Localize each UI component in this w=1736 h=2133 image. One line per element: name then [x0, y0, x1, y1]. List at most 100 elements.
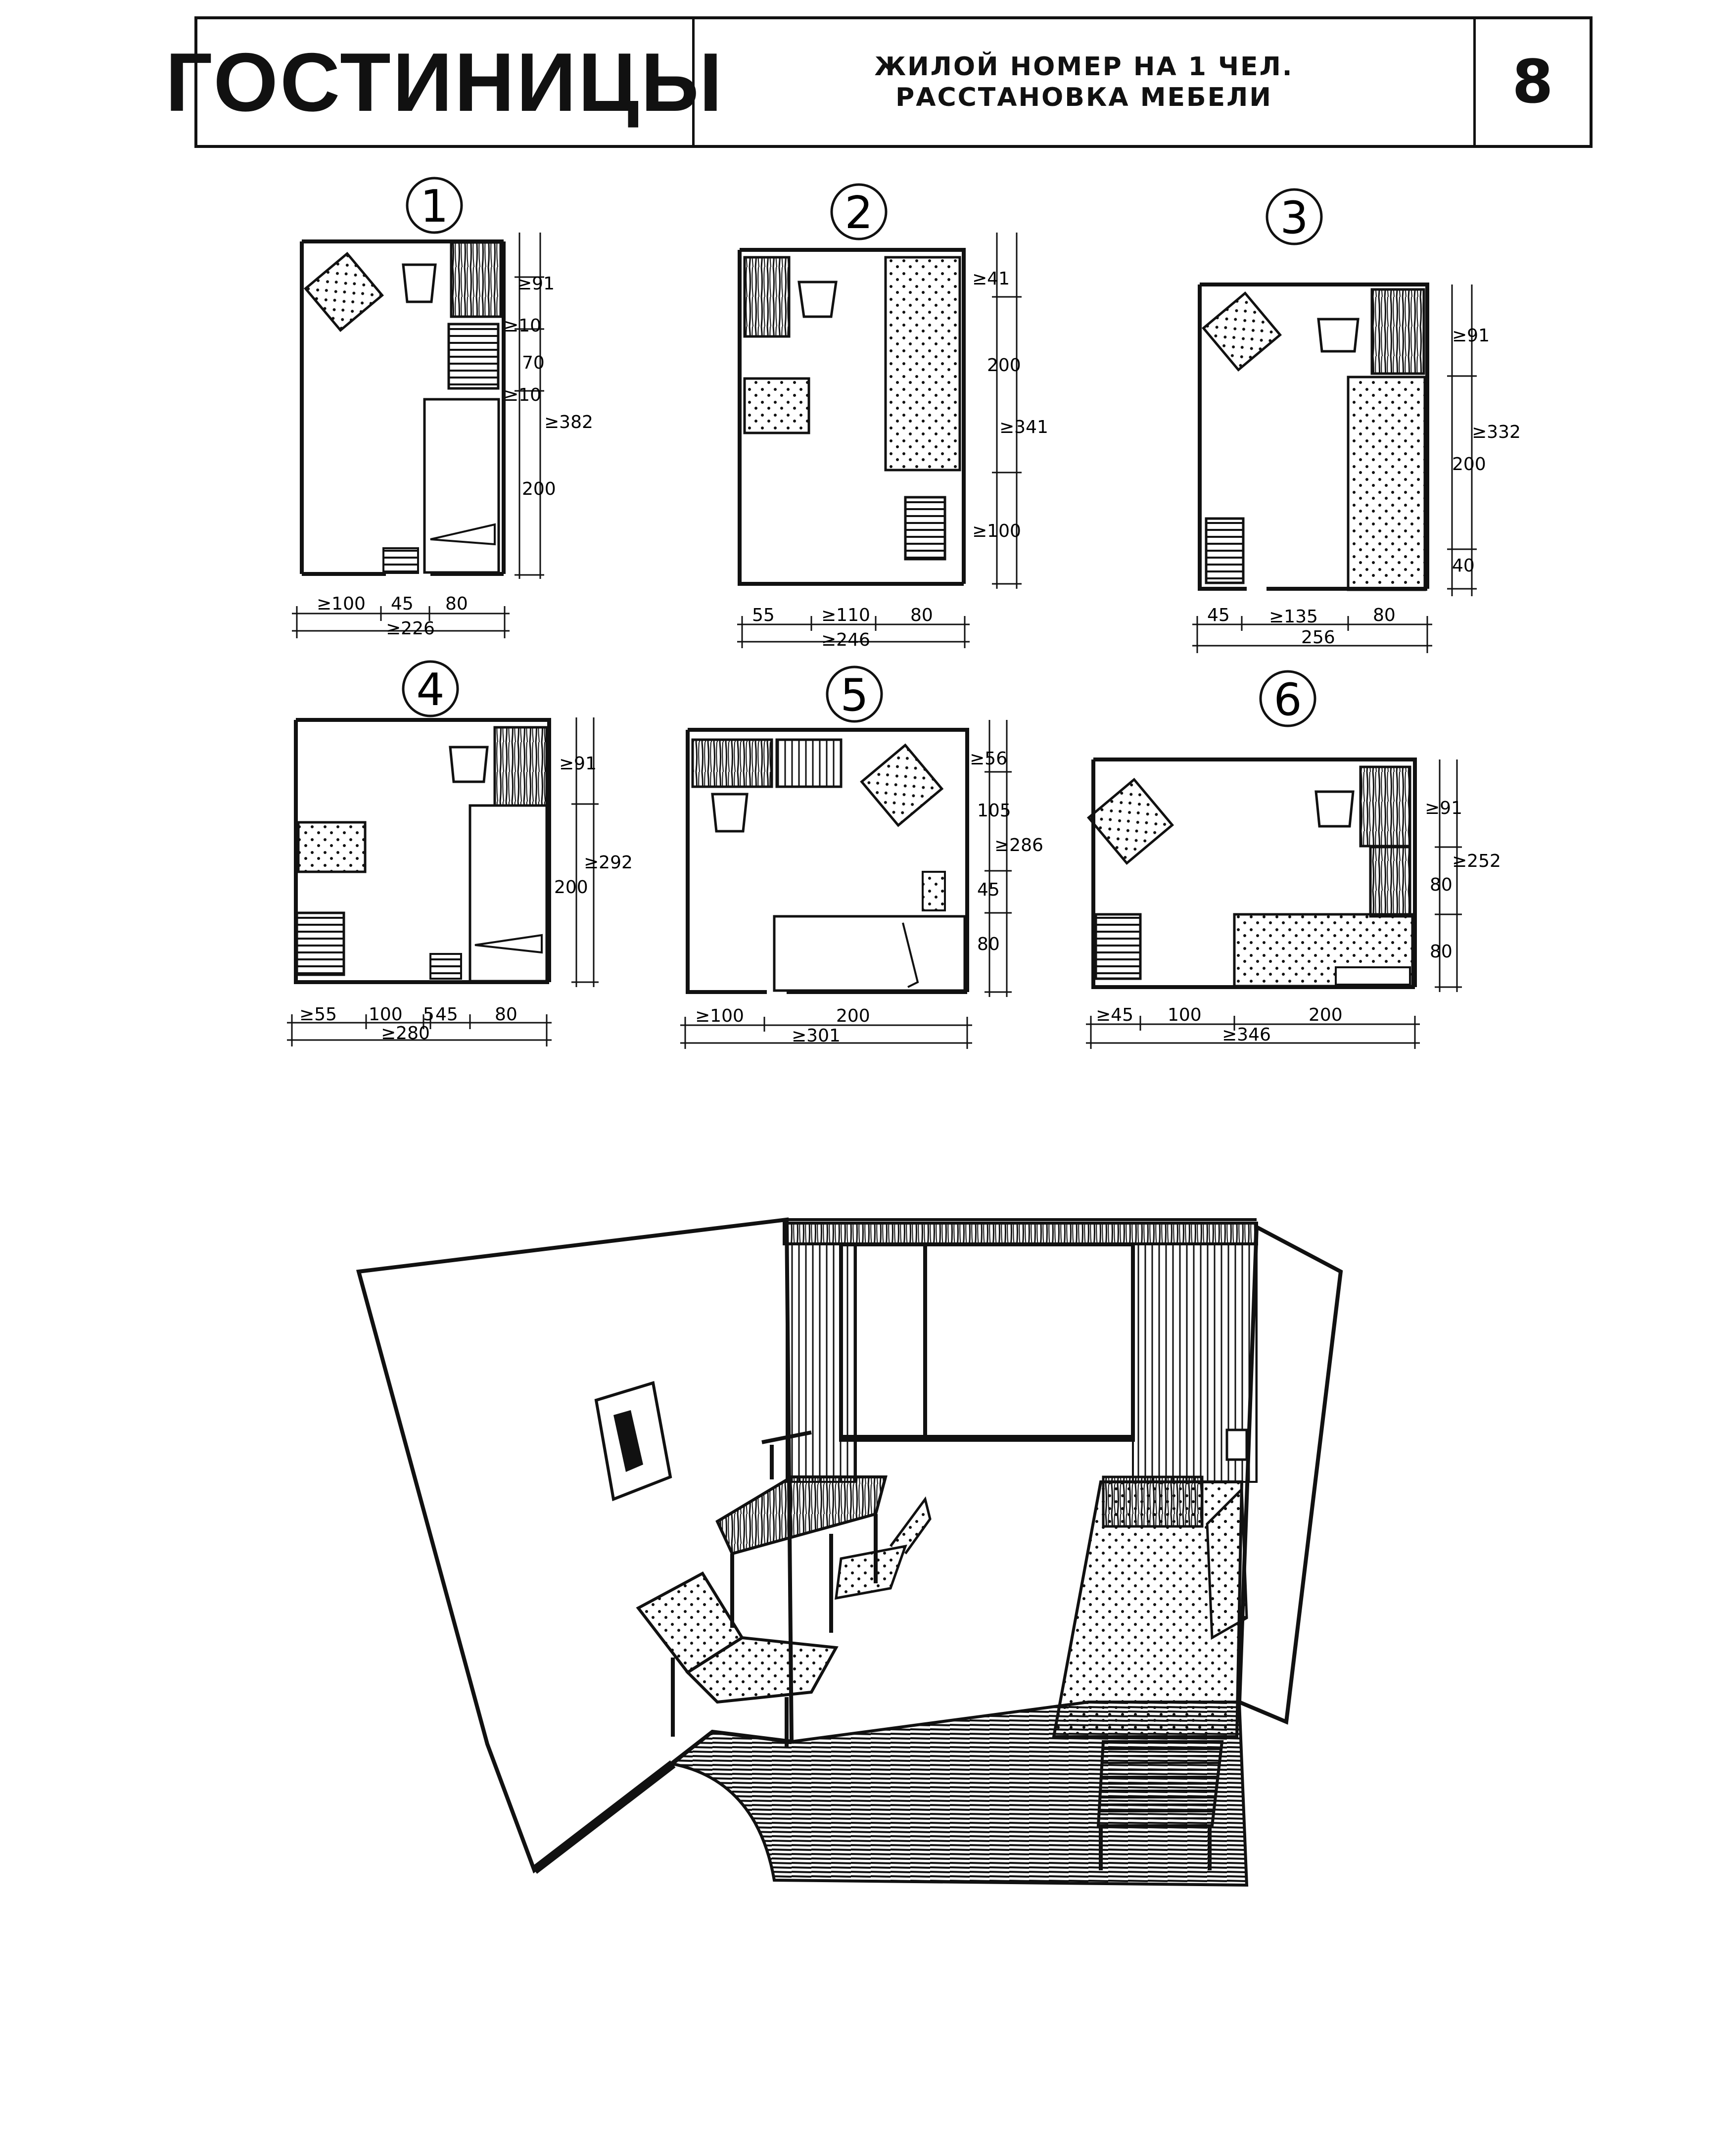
armchair: [303, 251, 384, 332]
wardrobe: [450, 241, 502, 318]
dim-label: 200: [1309, 1005, 1343, 1025]
dim-label: 100: [369, 1004, 403, 1025]
plan-number: 5: [840, 669, 868, 721]
subtitle-line-2: РАССТАНОВКА МЕБЕЛИ: [895, 83, 1272, 112]
desk-chair-back: [889, 1496, 932, 1555]
sheet-number: 8: [1512, 47, 1553, 117]
dim-total: ≥286: [994, 835, 1043, 855]
bed-blanket: [430, 523, 496, 546]
armchair: [1201, 291, 1282, 372]
vertical-dim-lines: [992, 233, 1022, 589]
horizontal-dim-lines: [1192, 616, 1432, 653]
armchair: [1086, 777, 1174, 865]
plan-number: 1: [420, 181, 448, 233]
horizontal-dim-lines: [1086, 1016, 1420, 1049]
dim-total: ≥332: [1472, 422, 1521, 442]
horizontal-dim-lines: [680, 1017, 972, 1049]
dim-label: ≥91: [1452, 326, 1490, 346]
bed: [884, 256, 961, 472]
dim-label: 80: [495, 1004, 517, 1025]
plan-number-circle: [406, 177, 463, 234]
room-walls: [294, 718, 551, 984]
dim-label: ≥10: [504, 316, 541, 336]
dim-total: ≥292: [584, 853, 633, 873]
luggage-rack: [1096, 1740, 1224, 1827]
chair: [402, 263, 437, 303]
dim-label: 40: [1452, 556, 1475, 576]
vertical-dim-lines: [985, 720, 1012, 997]
plan-number-circle: [826, 665, 883, 723]
armchair: [297, 821, 367, 873]
dim-label: 80: [1430, 942, 1453, 962]
dim-label: ≥45: [1096, 1005, 1133, 1025]
bedside-table: [1369, 846, 1411, 918]
dim-label: 45: [391, 594, 414, 614]
dim-total: ≥382: [544, 412, 593, 432]
dim-total: ≥226: [386, 618, 435, 639]
dim-label: 200: [1452, 454, 1486, 474]
dim-label: 80: [1373, 605, 1396, 625]
room-walls: [300, 239, 506, 576]
title-block: ГОСТИНИЦЫ ЖИЛОЙ НОМЕР НА 1 ЧЕЛ. РАССТАНО…: [165, 16, 1593, 148]
desk-lamp: [761, 1430, 812, 1479]
sheet-subtitle: ЖИЛОЙ НОМЕР НА 1 ЧЕЛ. РАССТАНОВКА МЕБЕЛИ: [695, 19, 1476, 145]
dim-label: ≥100: [972, 521, 1021, 541]
luggage-rack-legs: [1099, 1826, 1212, 1870]
plan-number: 2: [845, 187, 873, 239]
dim-label: ≥100: [695, 1006, 744, 1026]
dim-total: ≥341: [999, 417, 1048, 437]
luggage-rack: [1205, 517, 1245, 584]
curtain-left: [786, 1243, 857, 1483]
armchair: [860, 743, 944, 827]
vertical-dim-lines: [1435, 759, 1462, 992]
plan-1: 1 ≥91 ≥10 70 ≥10 200 ≥382 ≥100 45 80 ≥22…: [292, 177, 593, 639]
plan-2: 2 ≥41 200 ≥100 ≥341 55 ≥110 80 ≥246: [737, 183, 1048, 650]
vertical-dim-lines: [1447, 284, 1477, 596]
window: [839, 1242, 1135, 1442]
dim-label: ≥91: [517, 274, 555, 294]
dim-total: 256: [1301, 627, 1335, 648]
desk: [715, 1475, 888, 1556]
chair: [711, 793, 749, 833]
dim-label: ≥110: [821, 605, 870, 625]
plan-5: 5 ≥56 105 45 80 ≥286 ≥100 200 ≥301: [680, 665, 1043, 1049]
bed: [773, 915, 966, 992]
baseboard: [531, 1760, 676, 1874]
wardrobe: [493, 726, 548, 810]
desk-chair: [835, 1544, 907, 1600]
picture-art: [613, 1410, 643, 1472]
bedside-table: [922, 871, 946, 911]
luggage-rack: [295, 911, 345, 976]
dim-label: 200: [522, 479, 556, 499]
room-walls: [686, 728, 969, 994]
chair: [798, 281, 838, 318]
bed-blanket: [474, 934, 543, 954]
dim-label: 45: [1207, 605, 1230, 625]
plan-number: 4: [416, 664, 444, 716]
plan-number-circle: [402, 660, 459, 717]
armchair-legs: [671, 1658, 789, 1747]
vertical-dim-lines: [571, 717, 599, 987]
wardrobe: [1359, 765, 1411, 848]
chair: [449, 746, 489, 783]
luggage-rack: [1094, 913, 1142, 980]
dim-label: 200: [836, 1006, 870, 1026]
dim-label: 80: [1430, 875, 1453, 895]
horizontal-dim-lines: [292, 606, 510, 638]
dim-total: ≥246: [821, 630, 870, 650]
dim-total: ≥280: [381, 1023, 430, 1043]
plan-number: 6: [1273, 674, 1302, 726]
dim-label: ≥55: [299, 1004, 337, 1025]
bed-pillow: [1335, 966, 1411, 986]
dim-label: ≥10: [504, 385, 541, 405]
luggage-rack: [447, 323, 500, 390]
dim-label: 200: [554, 877, 588, 898]
dim-label: 80: [977, 934, 1000, 954]
dim-label: ≥56: [970, 749, 1007, 769]
dim-label: ≥91: [559, 754, 597, 774]
dim-label: ≥100: [317, 594, 366, 614]
plan-number-circle: [1259, 670, 1316, 727]
bedside-table: [429, 953, 462, 980]
bedside-table: [382, 547, 419, 574]
